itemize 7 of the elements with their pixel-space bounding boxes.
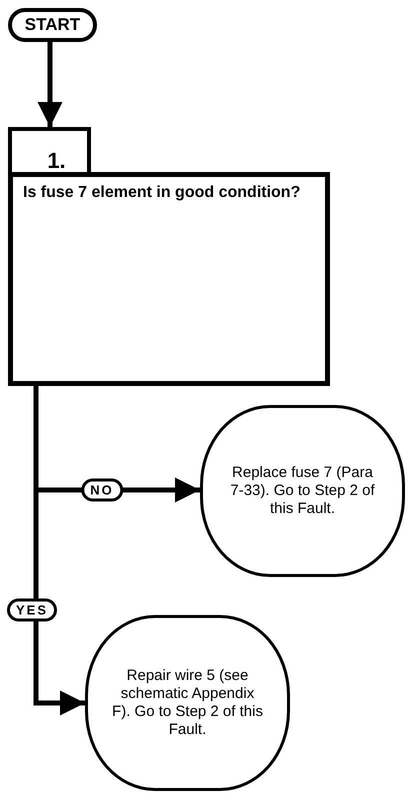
start-terminal: START (8, 8, 97, 42)
action-terminal: Repair wire 5 (see schematic Appendix F). Go to Step 2 of this Fault. (85, 615, 290, 791)
action-terminal: Replace fuse 7 (Para 7-33). Go to Step 2 of this Fault. (200, 405, 405, 577)
edge-label: NO (81, 478, 123, 502)
arrow (38, 42, 62, 127)
question-box: Is fuse 7 element in good condition? (8, 172, 330, 386)
edge-label: YES (7, 598, 57, 622)
